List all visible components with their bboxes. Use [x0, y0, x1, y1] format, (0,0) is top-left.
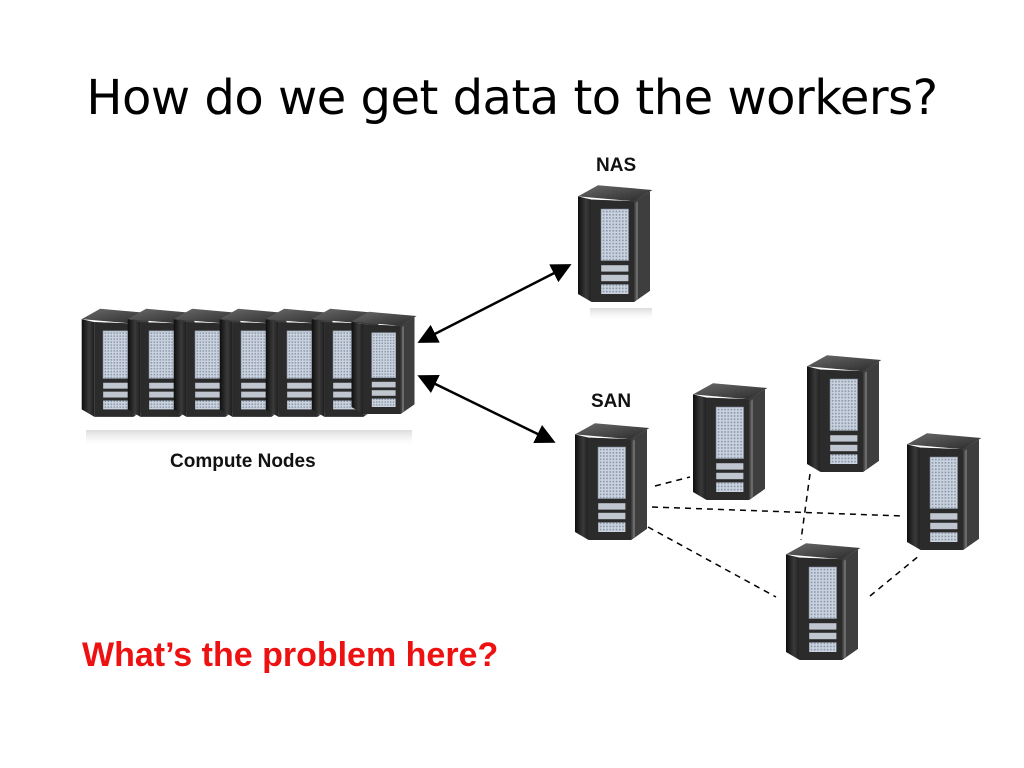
server-tower-icon: [785, 542, 861, 661]
server-tower-icon: [806, 354, 882, 473]
san-label: SAN: [591, 391, 632, 412]
compute-nodes-cluster: [81, 308, 418, 448]
san-cluster: [574, 354, 982, 661]
problem-question: What’s the problem here?: [82, 636, 499, 674]
server-tower-icon: [351, 311, 418, 415]
nas-label: NAS: [596, 155, 637, 176]
san-links: [647, 473, 921, 598]
server-tower-icon: [906, 432, 982, 551]
nas-server-icon: [577, 184, 653, 322]
server-tower-icon: [574, 422, 650, 541]
server-tower-icon: [692, 382, 768, 501]
slide-title: How do we get data to the workers?: [86, 70, 938, 126]
compute-nodes-label: Compute Nodes: [170, 451, 316, 472]
arrow-compute-nas: [417, 264, 572, 343]
arrow-compute-san: [417, 375, 556, 443]
